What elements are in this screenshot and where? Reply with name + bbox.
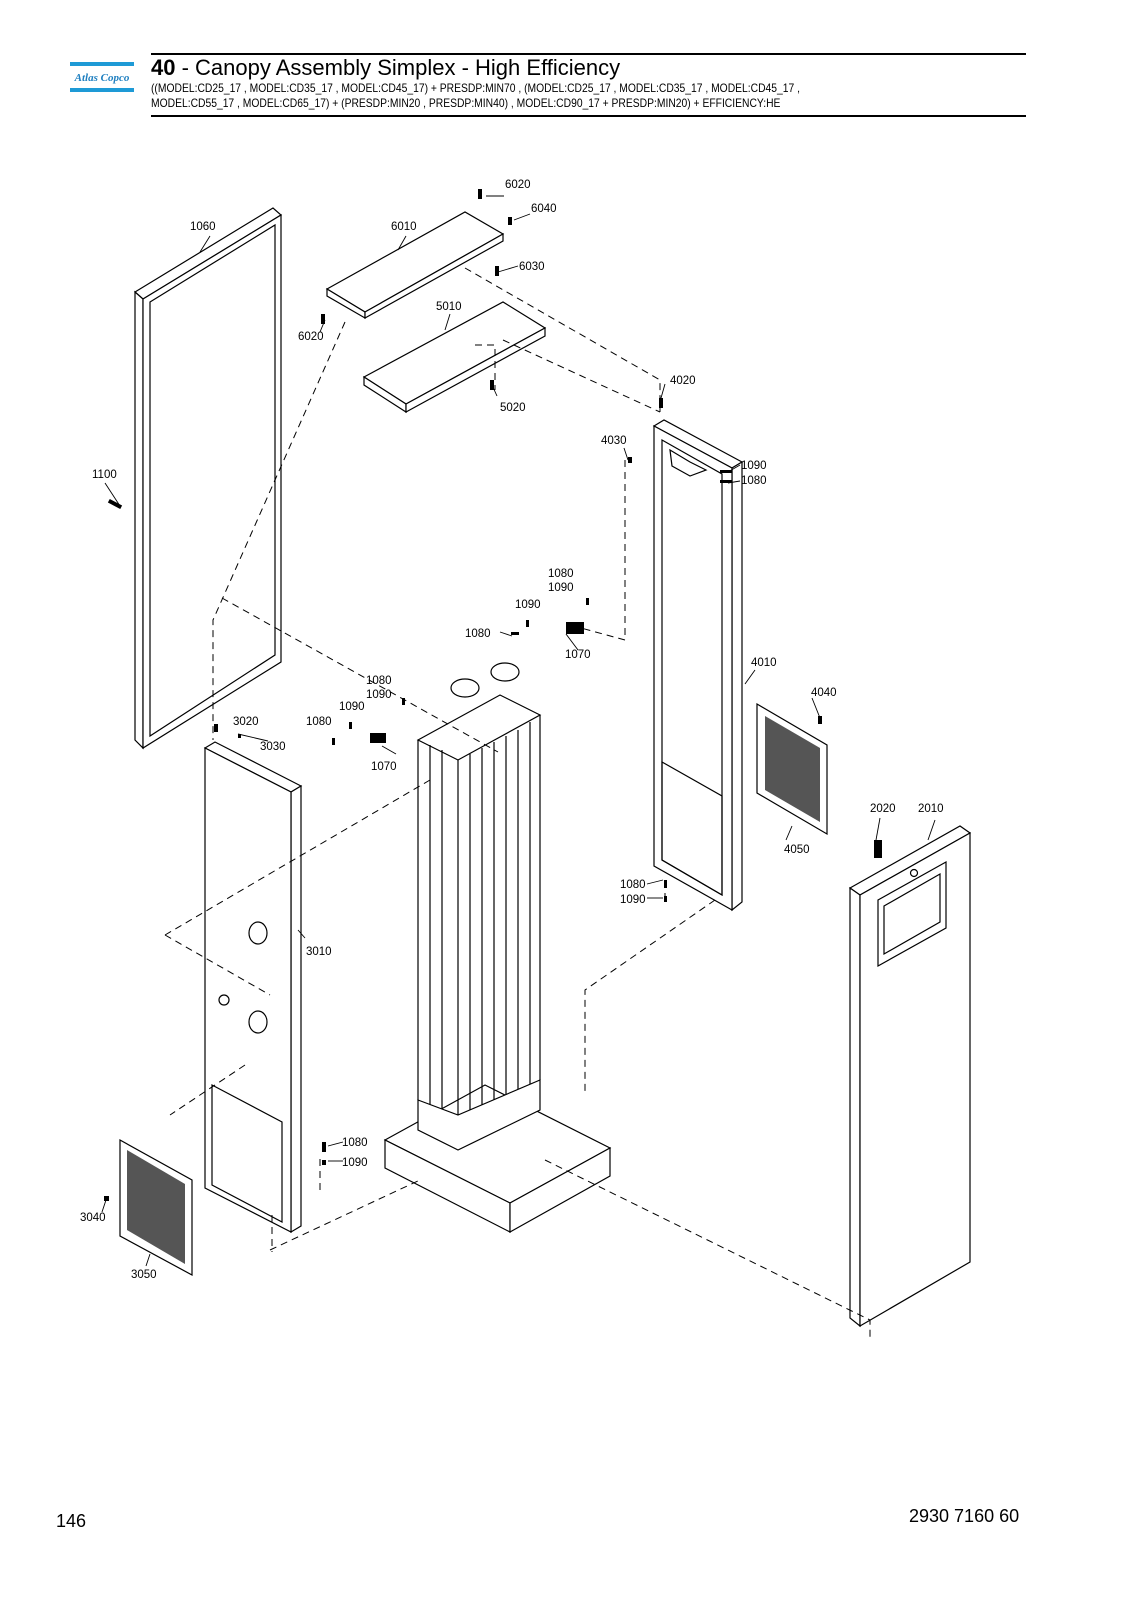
callout-3050: 3050 [131, 1269, 157, 1281]
callout-6030: 6030 [519, 261, 545, 273]
callout-1080-right: 1080 [741, 475, 767, 487]
subtitle-line-2: MODEL:CD55_17 , MODEL:CD65_17) + (PRESDP… [151, 96, 781, 110]
callout-1080-upper: 1080 [548, 568, 574, 580]
header-rule-bottom [151, 115, 1026, 117]
document-number: 2930 7160 60 [909, 1506, 1020, 1526]
callout-3030: 3030 [260, 741, 286, 753]
logo-top-bar [70, 62, 134, 66]
panel-1060 [133, 207, 283, 750]
callout-1070-left: 1070 [371, 761, 397, 773]
callout-2010: 2010 [918, 803, 944, 815]
callout-1090-lower: 1090 [620, 894, 646, 906]
section-title: - Canopy Assembly Simplex - High Efficie… [175, 55, 621, 80]
callout-1080-bottom: 1080 [342, 1137, 368, 1149]
header-rule-top [151, 53, 1026, 55]
panel-3010 [203, 741, 303, 1234]
callout-1060: 1060 [190, 221, 216, 233]
callout-1080-left-top: 1080 [366, 675, 392, 687]
callout-1090-bottom: 1090 [342, 1157, 368, 1169]
callout-1090-left: 1090 [339, 701, 365, 713]
grille-4050 [756, 702, 828, 836]
callout-5020: 5020 [500, 402, 526, 414]
callout-1070-right: 1070 [565, 649, 591, 661]
page-title: 40 - Canopy Assembly Simplex - High Effi… [151, 56, 620, 80]
logo-bottom-bar [70, 88, 134, 92]
subtitle-line-1: ((MODEL:CD25_17 , MODEL:CD35_17 , MODEL:… [151, 81, 800, 95]
callout-1090-upper: 1090 [548, 582, 574, 594]
callout-3010: 3010 [306, 946, 332, 958]
door-2010 [848, 825, 972, 1328]
callout-1080-left: 1080 [306, 716, 332, 728]
callout-3040: 3040 [80, 1212, 106, 1224]
callout-6020-top: 6020 [505, 179, 531, 191]
callout-1090-mid: 1090 [515, 599, 541, 611]
callout-1090-left-top: 1090 [366, 689, 392, 701]
callout-5010: 5010 [436, 301, 462, 313]
callout-1080-mid: 1080 [465, 628, 491, 640]
callout-4040: 4040 [811, 687, 837, 699]
callout-4050: 4050 [784, 844, 810, 856]
callout-1090-right: 1090 [741, 460, 767, 472]
callout-6020-left: 6020 [298, 331, 324, 343]
atlas-copco-logo: Atlas Copco [70, 62, 134, 94]
model-applicability: ((MODEL:CD25_17 , MODEL:CD35_17 , MODEL:… [151, 81, 908, 111]
logo-text: Atlas Copco [74, 72, 130, 84]
page-number: 146 [56, 1511, 87, 1531]
panel-4010 [652, 419, 744, 912]
dryer-unit [383, 662, 612, 1234]
callout-6040: 6040 [531, 203, 557, 215]
callout-6010: 6010 [391, 221, 417, 233]
section-number: 40 [151, 55, 176, 80]
callout-4010: 4010 [751, 657, 777, 669]
callout-1100: 1100 [92, 469, 117, 481]
callout-4020: 4020 [670, 375, 696, 387]
callout-3020: 3020 [233, 716, 259, 728]
callout-2020: 2020 [870, 803, 896, 815]
callout-4030: 4030 [601, 435, 627, 447]
lid-5010 [362, 301, 547, 405]
grille-3050 [119, 1138, 193, 1277]
callout-1080-lower: 1080 [620, 879, 646, 891]
